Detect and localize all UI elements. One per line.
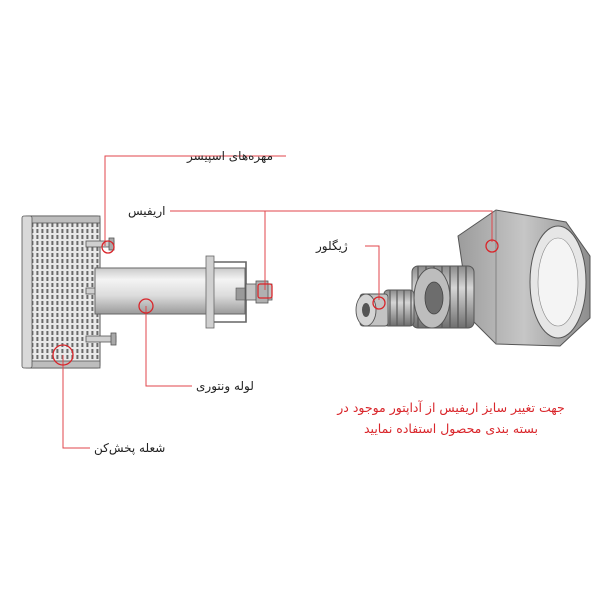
label-venturi-tube: لوله ونتوری (196, 379, 254, 393)
note-line-1: جهت تغییر سایز اریفیس از آداپتور موجود د… (337, 400, 565, 415)
adapter-hex-body (457, 209, 591, 347)
jet-marker (372, 296, 386, 310)
flame-spreader-marker (52, 344, 74, 366)
label-orifice: اریفیس (128, 204, 166, 218)
jet-nozzle (355, 289, 415, 327)
label-flame-spreader: شعله پخش‌کن (94, 441, 166, 455)
note-line-2: بسته بندی محصول استفاده نمایید (363, 421, 539, 436)
leader-lines (62, 155, 493, 449)
adapter-thread (411, 265, 475, 329)
venturi-tube (94, 255, 247, 329)
label-spacer-nuts: مهره‌های اسپیسر (187, 149, 274, 163)
callout-markers (52, 239, 499, 366)
spacer-nut-marker (101, 240, 115, 254)
label-jet: ژیگلور (316, 239, 348, 253)
adapter-note: جهت تغییر سایز اریفیس از آداپتور موجود د… (318, 397, 584, 439)
venturi-marker (138, 298, 154, 314)
tube-orifice-marker (257, 283, 273, 299)
adapter-orifice-marker (485, 239, 499, 253)
